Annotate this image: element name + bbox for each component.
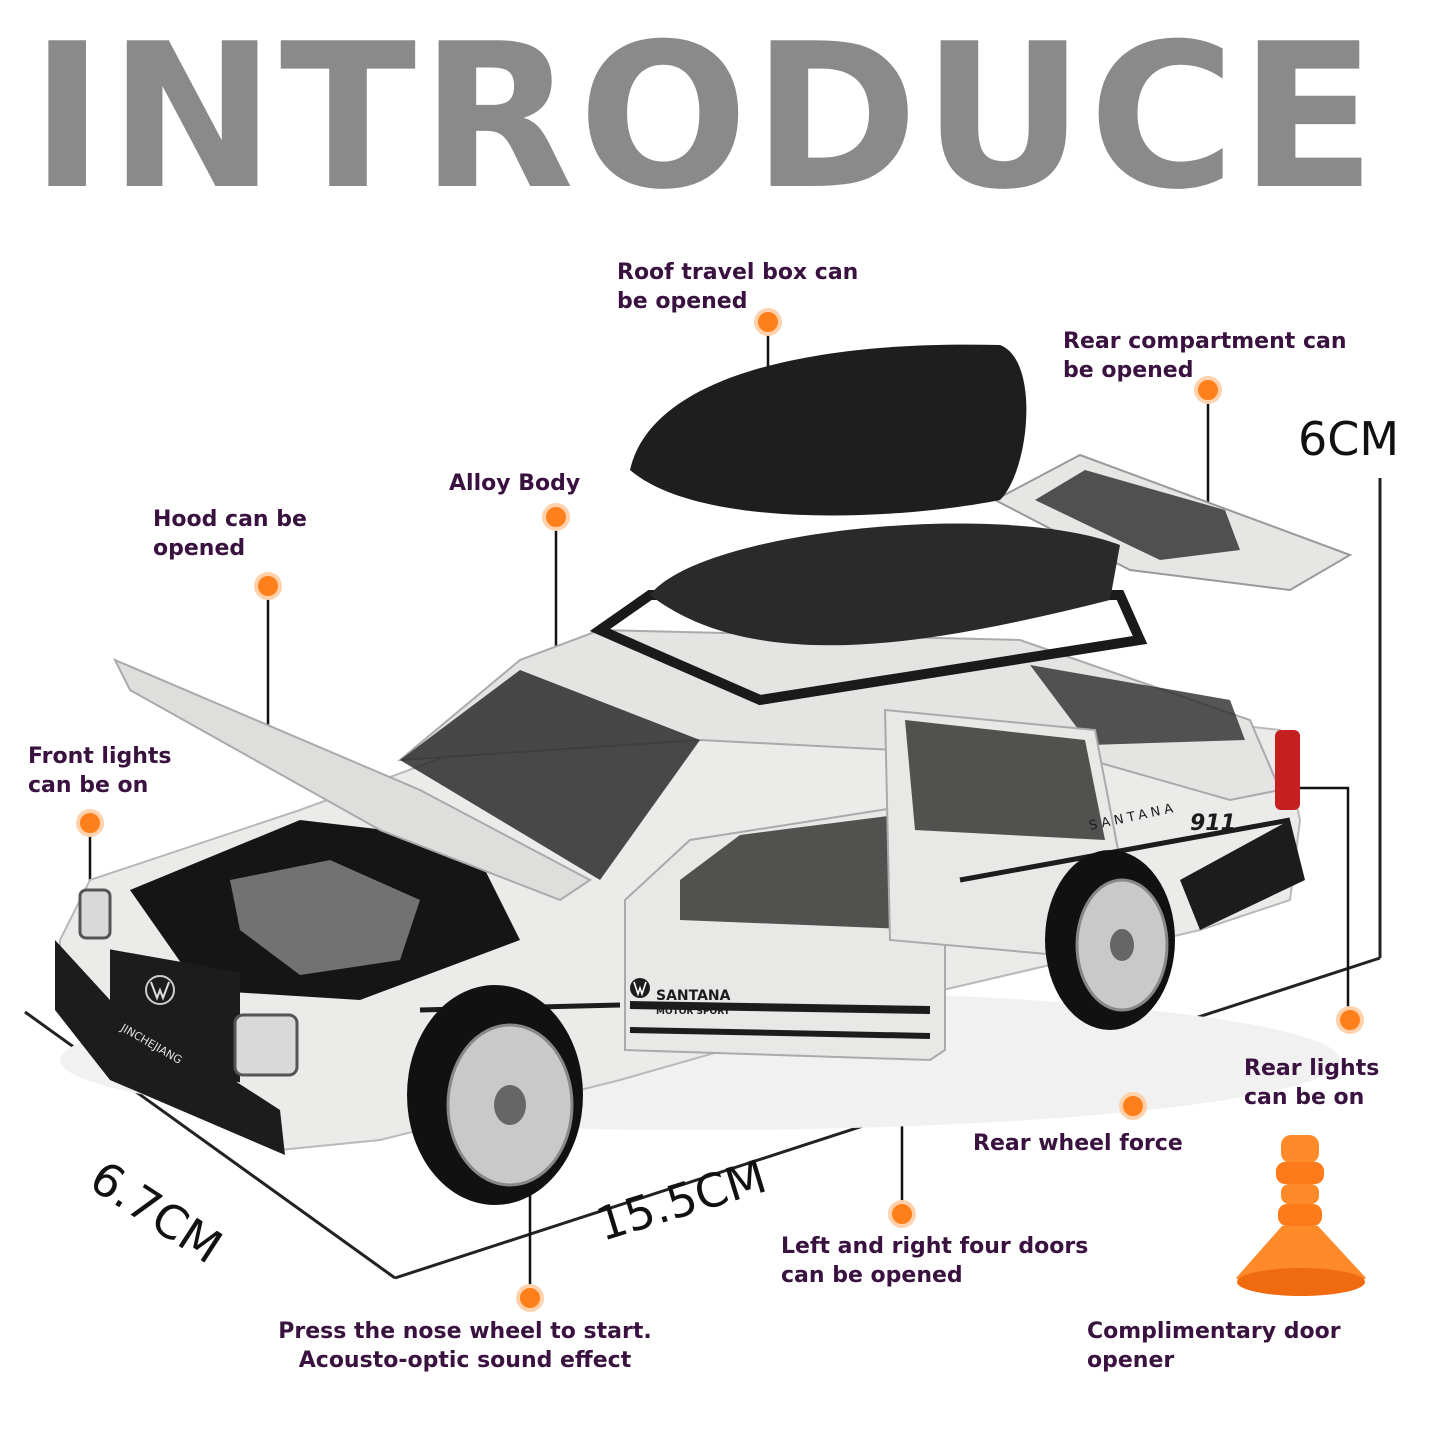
- rear-wheel: [1045, 850, 1175, 1030]
- vw-badge-icon: [145, 975, 175, 1005]
- marker-dot-icon: [516, 1284, 544, 1312]
- marker-dot-icon: [254, 572, 282, 600]
- dimension-height: 6CM: [1298, 412, 1400, 466]
- marker-dot-icon: [754, 308, 782, 336]
- door-opener-illustration: [1236, 1135, 1366, 1296]
- label-alloy-body: Alloy Body: [449, 471, 581, 496]
- label-front-lights: Front lights can be on: [28, 744, 172, 798]
- label-hood: Hood can be opened: [153, 507, 307, 561]
- marker-dots: [76, 308, 1364, 1312]
- marker-dot-icon: [542, 503, 570, 531]
- label-rear-lights: Rear lights can be on: [1244, 1056, 1380, 1110]
- vw-badge-icon: [630, 978, 650, 998]
- marker-dot-icon: [1336, 1006, 1364, 1034]
- label-door-opener: Complimentary door opener: [1087, 1319, 1341, 1373]
- front-wheel: [407, 985, 583, 1205]
- label-rear-wheel: Rear wheel force: [973, 1131, 1183, 1156]
- marker-dot-icon: [1119, 1092, 1147, 1120]
- headline: INTRODUCE: [30, 1, 1381, 234]
- label-rear-compartment: Rear compartment can be opened: [1063, 329, 1347, 383]
- car-rear-number: 911: [1190, 811, 1236, 836]
- car-side-sub: MOTOR SPORT: [656, 1007, 731, 1017]
- label-nose-wheel: Press the nose wheel to start. Acousto-o…: [278, 1319, 652, 1373]
- marker-dot-icon: [76, 809, 104, 837]
- marker-dot-icon: [888, 1200, 916, 1228]
- car-model: SANTANA MOTOR SPORT SANTANA 911 JINCHEJI…: [55, 344, 1353, 1205]
- label-roof-box: Roof travel box can be opened: [617, 260, 859, 314]
- car-side-logo: SANTANA: [656, 988, 731, 1004]
- label-doors: Left and right four doors can be opened: [781, 1234, 1089, 1288]
- marker-dot-icon: [1194, 376, 1222, 404]
